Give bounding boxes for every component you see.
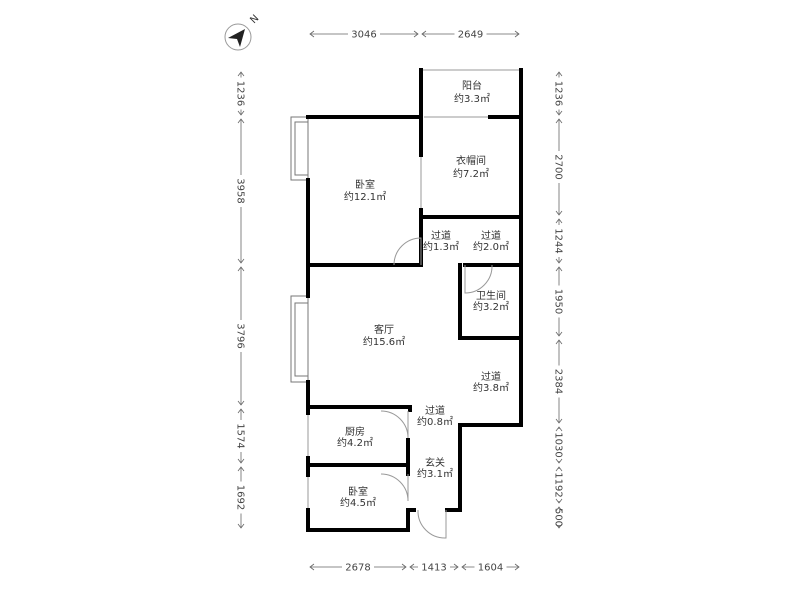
dimension-line [309, 30, 419, 38]
room-name-entrance: 玄关 [425, 456, 445, 469]
dimension-label: 2700 [553, 154, 564, 179]
room-area-balcony: 约3.3㎡ [454, 92, 490, 105]
dimension-line [555, 506, 563, 529]
dimension-lines: 3046 2649 2678 1413 1604 1236 3958 3796 1574 1692… [235, 30, 564, 574]
dimension-line [555, 71, 563, 116]
dimension-line [555, 118, 563, 216]
dimension-line [461, 563, 520, 571]
dimension-line [555, 426, 563, 464]
dimension-label: 2384 [553, 369, 564, 394]
dimension-label: 2678 [345, 563, 370, 574]
dimension-line [555, 339, 563, 424]
dimension-line [555, 218, 563, 264]
dimension-line [237, 266, 245, 406]
room-area-small-bedroom: 约4.5㎡ [340, 496, 376, 509]
dimension-label: 3046 [351, 30, 376, 41]
doors [380, 237, 493, 539]
compass-north-label: N [248, 13, 261, 26]
room-name-balcony: 阳台 [462, 79, 482, 92]
room-name-bathroom: 卫生间 [476, 289, 506, 302]
dimension-line [309, 563, 407, 571]
room-name-hallway-1: 过道 [431, 229, 451, 242]
dimension-label: 1574 [235, 423, 246, 448]
compass-icon: N [224, 13, 261, 51]
room-area-closet: 约7.2㎡ [453, 167, 489, 180]
room-name-bedroom: 卧室 [355, 178, 375, 191]
dimension-line [409, 563, 459, 571]
walls [306, 68, 523, 532]
room-area-kitchen: 约4.2㎡ [337, 436, 373, 449]
room-name-small-bedroom: 卧室 [348, 485, 368, 498]
room-area-hallway-1: 约1.3㎡ [423, 240, 459, 253]
dimension-line [555, 466, 563, 504]
dimension-label: 1236 [235, 81, 246, 106]
room-name-kitchen: 厨房 [345, 425, 365, 438]
dimension-line [237, 408, 245, 464]
dimension-label: 1192 [553, 472, 564, 497]
windows [290, 69, 521, 510]
room-name-hallway-4: 过道 [425, 404, 445, 417]
room-area-bathroom: 约3.2㎡ [473, 300, 509, 313]
room-area-living-room: 约15.6㎡ [363, 335, 405, 348]
room-area-bedroom: 约12.1㎡ [344, 190, 386, 203]
room-area-hallway-4: 约0.8㎡ [417, 415, 453, 428]
room-area-entrance: 约3.1㎡ [417, 467, 453, 480]
room-name-closet: 衣帽间 [456, 154, 486, 167]
room-area-hallway-3: 约3.8㎡ [473, 381, 509, 394]
room-area-hallway-2: 约2.0㎡ [473, 240, 509, 253]
dimension-label: 1604 [478, 563, 503, 574]
dimension-label: 3958 [235, 178, 246, 203]
room-name-living-room: 客厅 [374, 323, 394, 336]
room-name-hallway-3: 过道 [481, 370, 501, 383]
dimension-line [237, 71, 245, 116]
dimension-label: 1030 [553, 432, 564, 457]
dimension-label: 2649 [458, 30, 483, 41]
dimension-label: 1692 [235, 485, 246, 510]
dimension-label: 1413 [421, 563, 446, 574]
dimension-label: 3796 [235, 323, 246, 348]
dimension-line [237, 118, 245, 264]
dimension-label: 1244 [553, 228, 564, 253]
dimension-label: 1950 [553, 289, 564, 314]
dimension-line [237, 466, 245, 529]
dimension-line [421, 30, 520, 38]
dimension-line [555, 266, 563, 337]
dimension-label: 500 [553, 508, 564, 527]
room-name-hallway-2: 过道 [481, 229, 501, 242]
room-labels: 阳台 约3.3㎡ 衣帽间 约7.2㎡ 卧室 约12.1㎡ 过道 约1.3㎡ 过道… [337, 79, 509, 509]
dimension-label: 1236 [553, 81, 564, 106]
